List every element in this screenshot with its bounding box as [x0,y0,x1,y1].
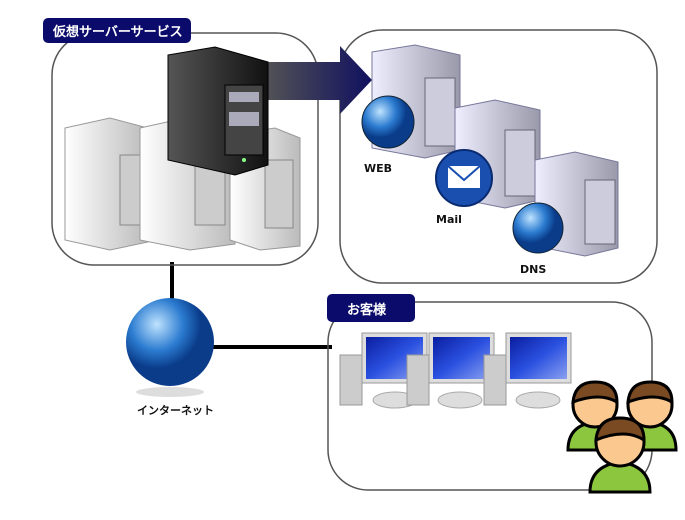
virtual-server-icon [167,46,269,176]
dns-label: DNS [520,263,547,276]
internet-globe-icon [126,298,214,386]
globe-icon [361,95,415,149]
server-icon [64,117,149,251]
mail-label: Mail [436,213,462,226]
mail-icon [435,149,493,207]
arrow-icon [262,46,372,114]
web-label: WEB [364,162,393,175]
services-box [339,29,658,284]
internet-label: インターネット [137,404,214,417]
customers-label: お客様 [327,294,415,322]
globe-icon [512,202,564,254]
virtual-server-label: 仮想サーバーサービス [43,18,191,43]
users-icon [566,380,678,494]
pc-icon [406,332,495,409]
pc-icon [483,332,572,409]
